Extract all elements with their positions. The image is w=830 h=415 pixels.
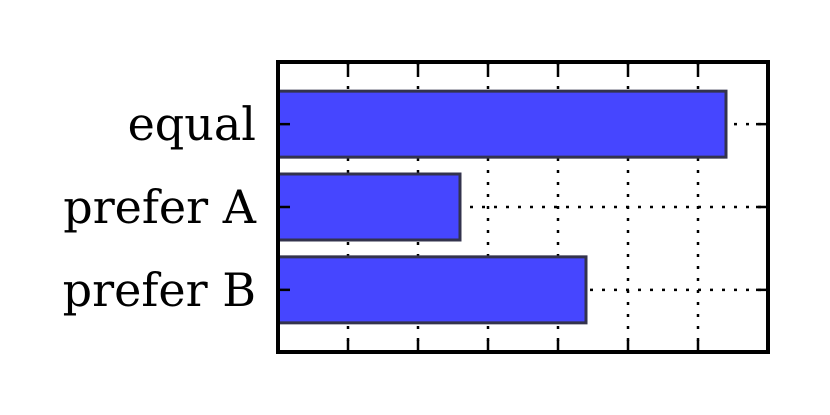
bars-layer bbox=[276, 89, 728, 325]
bar-prefer-b bbox=[276, 255, 588, 325]
plot-frame bbox=[276, 60, 770, 354]
category-label: prefer A bbox=[63, 180, 257, 234]
category-label: equal bbox=[128, 97, 256, 151]
bar-equal bbox=[276, 89, 728, 159]
category-label: prefer B bbox=[63, 263, 256, 317]
category-labels: equal prefer A prefer B bbox=[63, 97, 257, 317]
bar-prefer-a bbox=[276, 172, 462, 242]
